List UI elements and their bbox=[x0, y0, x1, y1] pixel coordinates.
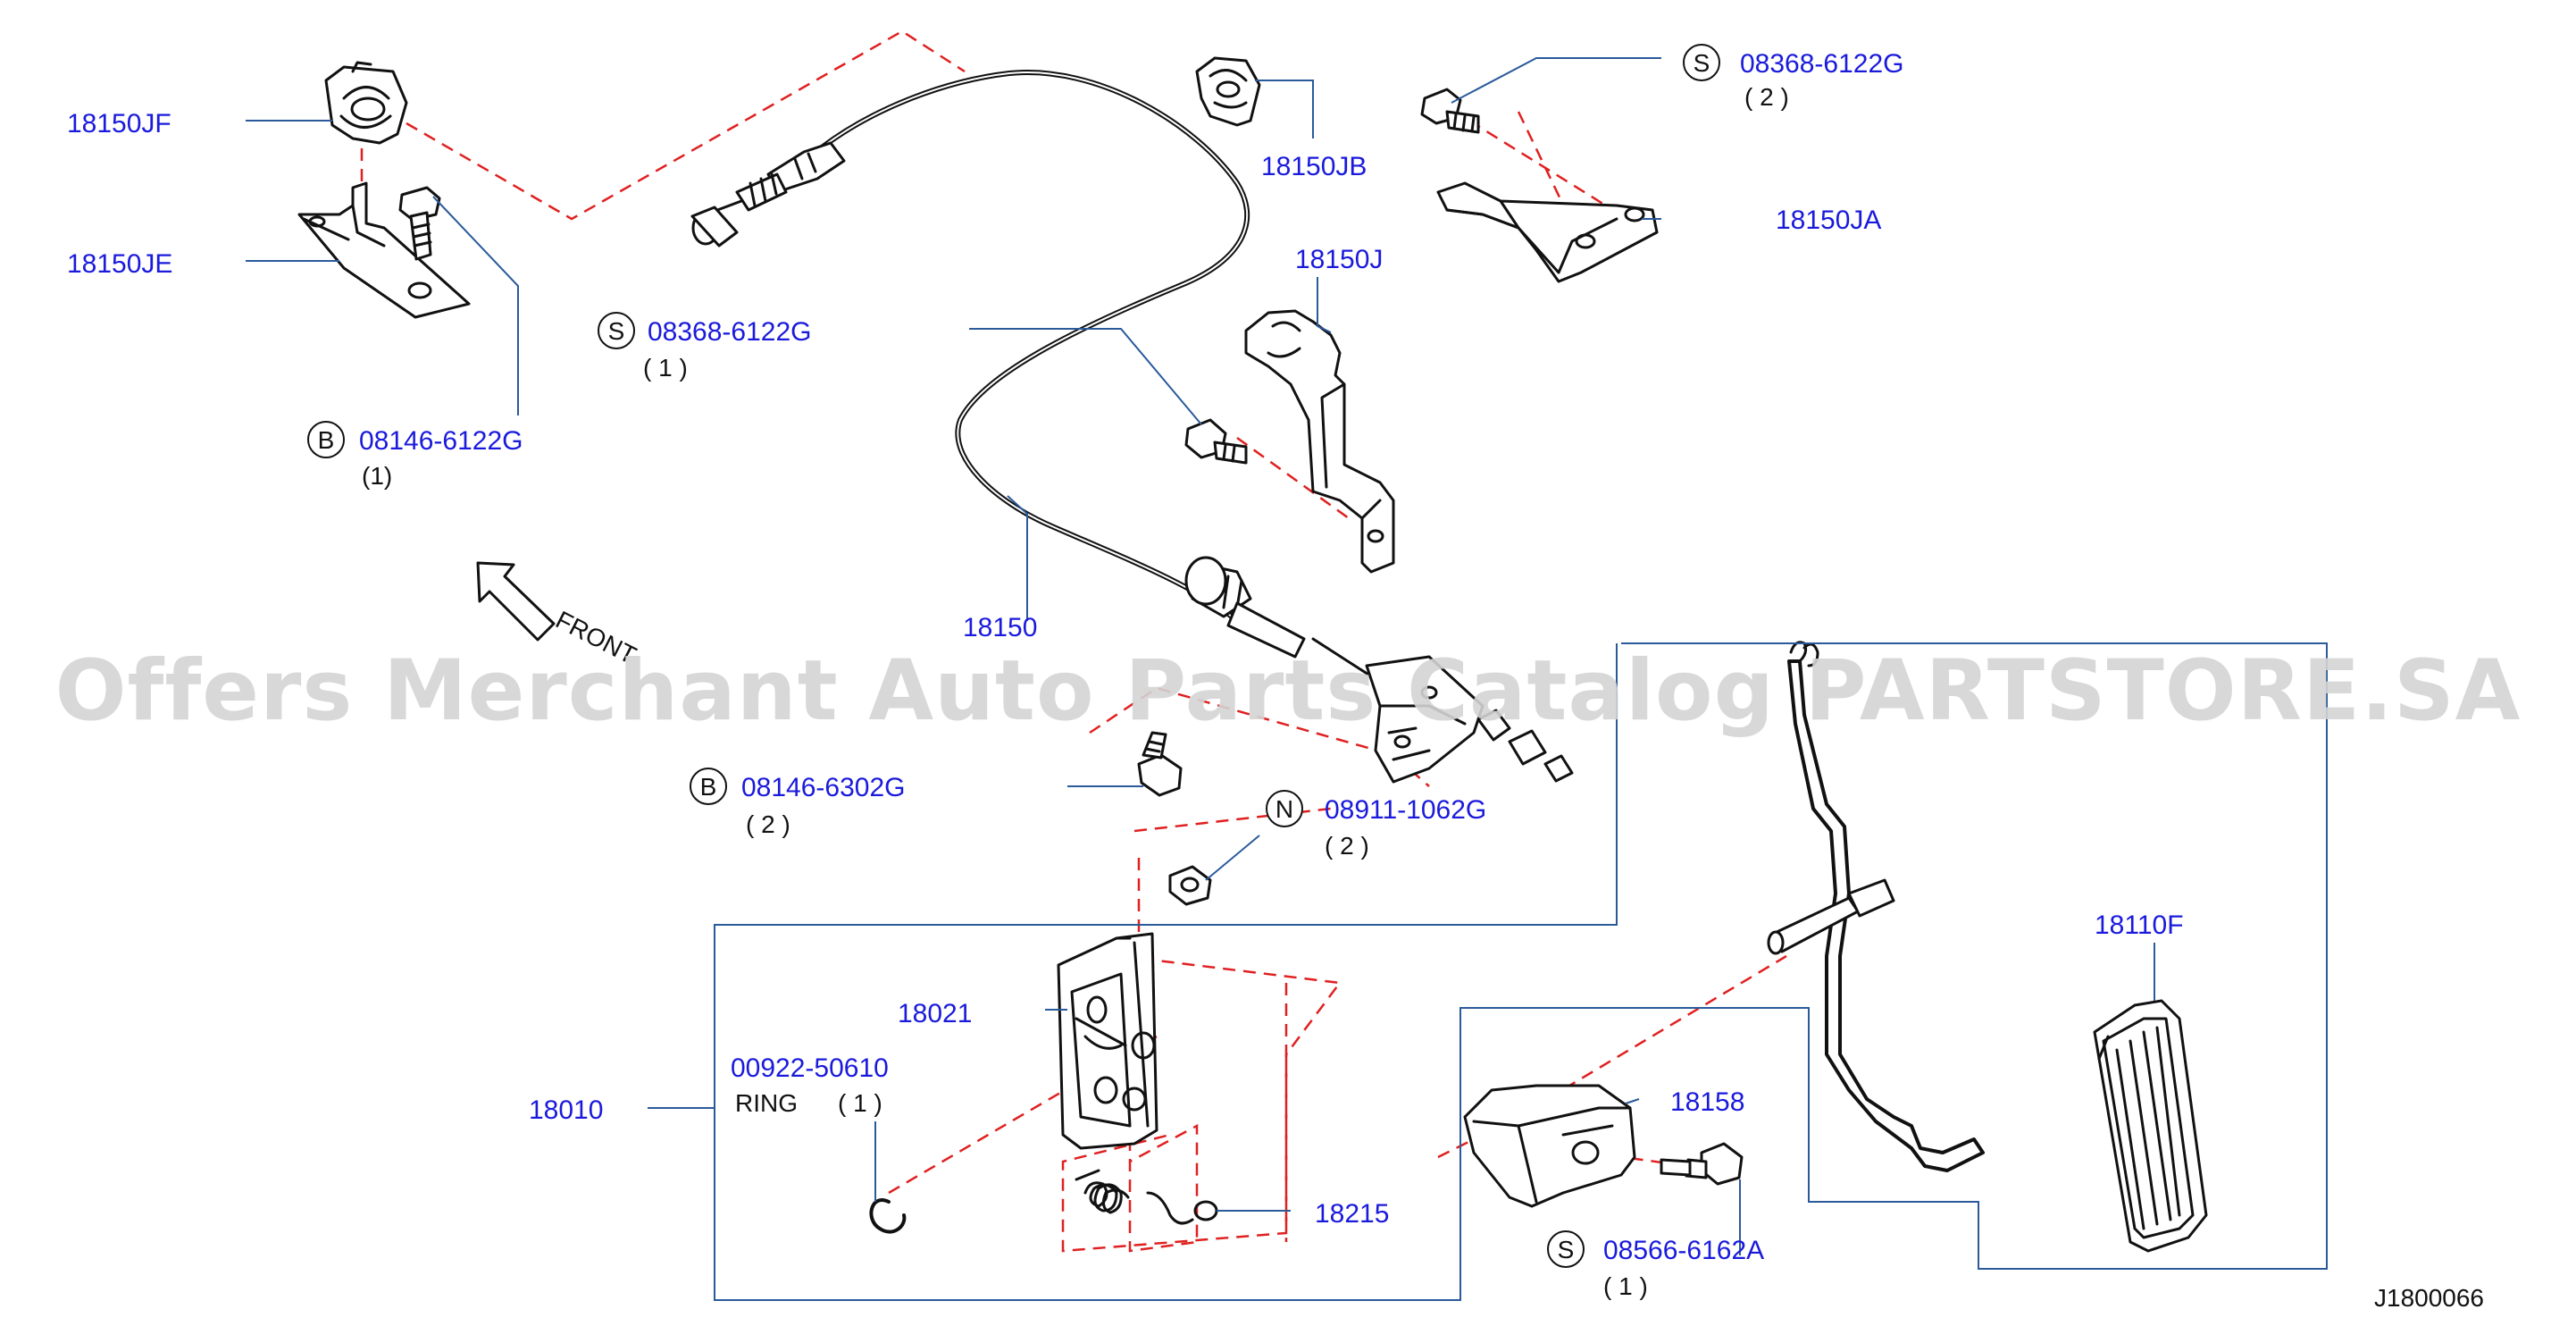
assembly-outline bbox=[714, 642, 2328, 1301]
arrow-up-left-icon bbox=[476, 561, 556, 642]
part-18158-stopper bbox=[1463, 1084, 1636, 1208]
badge-s-08368-top: S bbox=[1683, 44, 1720, 81]
part-18110f-pedal-pad bbox=[2093, 999, 2208, 1253]
label-18150jb: 18150JB bbox=[1261, 152, 1367, 181]
label-18021: 18021 bbox=[898, 999, 972, 1028]
label-18010: 18010 bbox=[529, 1095, 603, 1125]
badge-b-08146-6122g: B bbox=[307, 421, 345, 458]
bolt-08566-6162a bbox=[1660, 1142, 1744, 1186]
part-18110f-pedal-arm bbox=[1767, 641, 1985, 1172]
leader-lines bbox=[246, 57, 2155, 1255]
label-18150jf: 18150JF bbox=[67, 109, 171, 138]
part-00922-50610-ring bbox=[869, 1198, 907, 1234]
label-08146-6302g: 08146-6302G bbox=[741, 773, 906, 802]
label-08911-1062g: 08911-1062G bbox=[1325, 795, 1486, 825]
label-18150: 18150 bbox=[963, 613, 1037, 642]
svg-text:S: S bbox=[1558, 1236, 1575, 1263]
badge-s-08566: S bbox=[1547, 1230, 1585, 1268]
label-18215: 18215 bbox=[1315, 1199, 1389, 1229]
badge-s-08368-mid: S bbox=[598, 312, 635, 349]
label-18150ja: 18150JA bbox=[1776, 206, 1881, 235]
qty-08911-1062g: ( 2 ) bbox=[1325, 832, 1369, 860]
bolt-08368-6122g-top bbox=[1420, 88, 1480, 134]
badge-b-08146-6302g: B bbox=[690, 768, 727, 805]
label-08368-6122g-top: 08368-6122G bbox=[1740, 49, 1904, 79]
part-18150-accel-cable bbox=[690, 70, 1574, 784]
qty-ring: ( 1 ) bbox=[838, 1089, 882, 1117]
qty-08566-6162a: ( 1 ) bbox=[1603, 1272, 1648, 1300]
callout-labels: 18150JF 18150JE 08146-6122G 18150JB 0836… bbox=[67, 49, 2184, 1265]
qty-08368-top: ( 2 ) bbox=[1744, 83, 1789, 111]
svg-text:B: B bbox=[318, 426, 335, 454]
label-18150j: 18150J bbox=[1295, 245, 1383, 274]
part-18215-spring bbox=[1075, 1169, 1218, 1225]
label-18150je: 18150JE bbox=[67, 249, 172, 279]
part-18021-pedal-bracket bbox=[1057, 932, 1158, 1150]
part-18150jb-clip bbox=[1195, 56, 1261, 127]
svg-text:B: B bbox=[700, 773, 717, 801]
nut-08911-1062g bbox=[1168, 865, 1212, 906]
label-08566-6162a: 08566-6162A bbox=[1603, 1236, 1764, 1265]
label-18110f: 18110F bbox=[2095, 911, 2184, 940]
part-18150j-bracket bbox=[1244, 309, 1395, 574]
qty-08368-mid: ( 1 ) bbox=[643, 354, 688, 382]
bolt-08368-6122g-mid bbox=[1184, 418, 1248, 465]
watermark-text: Offers Merchant Auto Parts Catalog PARTS… bbox=[55, 642, 2522, 740]
svg-text:S: S bbox=[608, 317, 625, 345]
label-00922-50610: 00922-50610 bbox=[731, 1053, 889, 1083]
label-08368-6122g-mid: 08368-6122G bbox=[648, 317, 812, 347]
svg-text:S: S bbox=[1694, 49, 1710, 77]
part-18150ja-bracket bbox=[1436, 181, 1659, 283]
part-18150jf-clip bbox=[324, 61, 408, 145]
part-18150je-bracket bbox=[297, 181, 471, 319]
ring-label: RING bbox=[735, 1089, 798, 1117]
bolt-08146-6302g bbox=[1137, 731, 1183, 797]
label-08146-6122g: 08146-6122G bbox=[359, 426, 523, 456]
badge-n-08911: N bbox=[1266, 790, 1303, 827]
svg-text:N: N bbox=[1275, 795, 1293, 823]
diagram-code: J1800066 bbox=[2374, 1284, 2484, 1312]
qty-08146-6122g: (1) bbox=[362, 462, 392, 490]
qty-08146-6302g: ( 2 ) bbox=[746, 810, 790, 838]
bolt-08146-6122g bbox=[398, 186, 441, 261]
label-18158: 18158 bbox=[1670, 1087, 1744, 1117]
quantity-labels: ( 2 ) ( 1 ) (1) ( 2 ) ( 2 ) RING ( 1 ) (… bbox=[362, 83, 2484, 1312]
